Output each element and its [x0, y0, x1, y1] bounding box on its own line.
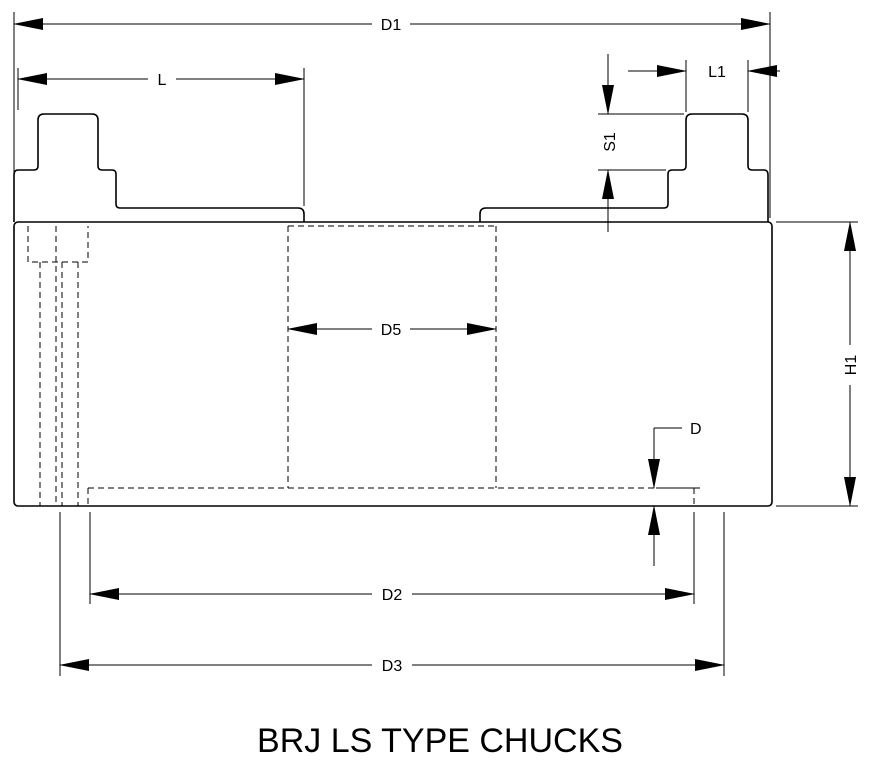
dim-h1: H1: [776, 221, 860, 507]
label-d3: D3: [382, 658, 403, 675]
drawing-title: BRJ LS TYPE CHUCKS: [257, 722, 623, 760]
label-l1: L1: [708, 64, 726, 81]
dim-d2: D2: [89, 512, 695, 604]
hidden-left-bore: [27, 226, 89, 506]
dim-l: L: [17, 68, 305, 206]
chuck-body: [13, 221, 773, 507]
label-s1: S1: [602, 132, 619, 152]
dim-d1: D1: [13, 12, 771, 218]
right-jaw: [479, 113, 769, 222]
label-d2: D2: [382, 587, 403, 604]
hidden-center-bore: [287, 225, 497, 488]
label-d5: D5: [381, 322, 402, 339]
dim-d: D: [648, 421, 702, 566]
label-h1: H1: [843, 355, 860, 376]
dim-d3: D3: [59, 512, 725, 676]
dim-s1: S1: [598, 54, 684, 232]
left-jaw: [13, 113, 305, 222]
label-l: L: [158, 72, 167, 89]
hidden-bottom-recess: [87, 487, 695, 506]
label-d1: D1: [381, 17, 402, 34]
dim-d5: D5: [287, 322, 497, 339]
label-d: D: [690, 421, 702, 438]
dim-l1: L1: [628, 60, 780, 112]
